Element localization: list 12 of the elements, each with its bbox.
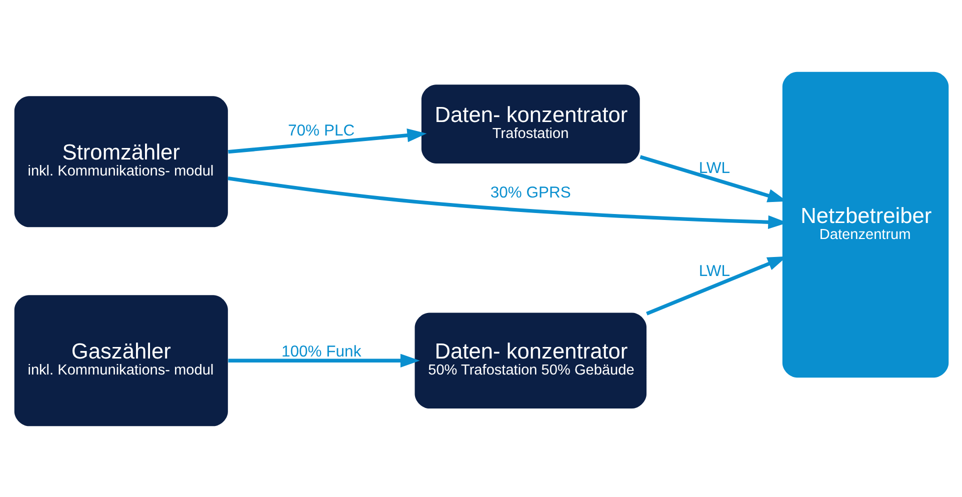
arrow — [228, 353, 420, 367]
node-box: Daten- konzentrator Trafostation — [420, 84, 640, 163]
node-box: Gaszähler inkl. Kommunikations- modul — [14, 294, 228, 426]
arrow — [228, 128, 426, 154]
node-box: Daten- konzentrator 50% Trafostation 50% Gebäude — [414, 312, 646, 408]
edge-label: LWL — [698, 262, 730, 280]
edge-label: 30% GPRS — [490, 184, 570, 201]
node-box: Stromzähler inkl. Kommunikations- modul — [14, 96, 228, 227]
node-box: Netzbetreiber Datenzentrum — [782, 71, 948, 378]
edge-label: LWL — [698, 160, 730, 177]
edge-label: 70% PLC — [288, 122, 354, 139]
edge-label: 100% Funk — [280, 342, 361, 360]
